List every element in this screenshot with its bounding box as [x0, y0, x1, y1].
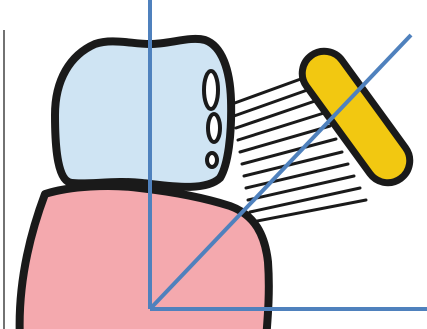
gum-icon: [15, 182, 273, 329]
diagonal-reference-line: [148, 33, 413, 311]
toothbrush-handle-icon: [298, 47, 414, 187]
tooth-highlight-icon: [202, 69, 222, 169]
bristles-icon: [230, 74, 368, 224]
tooth-crown-icon: [51, 34, 236, 191]
reference-lines: [148, 0, 427, 311]
